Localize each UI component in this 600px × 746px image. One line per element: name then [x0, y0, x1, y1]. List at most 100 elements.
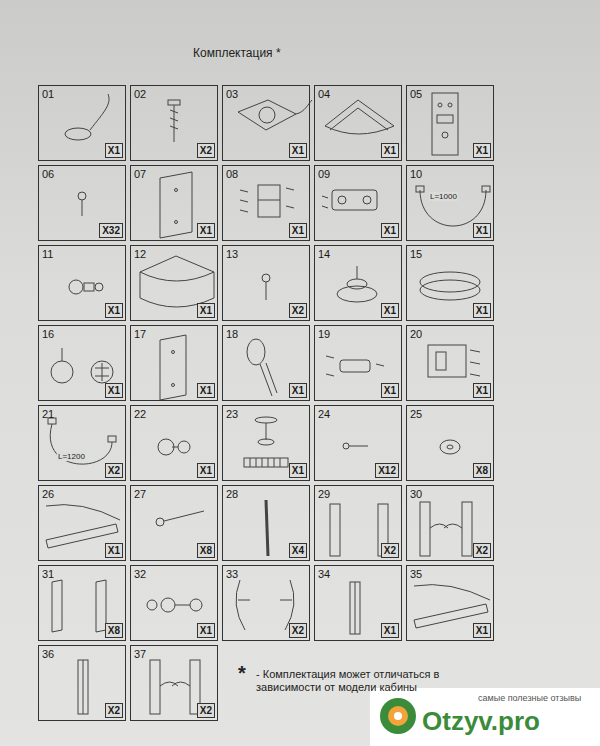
length-label: L=1000	[429, 192, 458, 201]
quantity-label: X1	[289, 383, 307, 398]
part-cell: 36X2	[38, 645, 126, 721]
quantity-label: X2	[105, 463, 123, 478]
callout-number: 12	[134, 248, 146, 260]
part-cell: 09X1	[314, 165, 402, 241]
callout-number: 17	[134, 328, 146, 340]
quantity-label: X4	[289, 543, 307, 558]
quantity-label: X2	[105, 703, 123, 718]
callout-number: 19	[318, 328, 330, 340]
part-cell: 35X1	[406, 565, 494, 641]
callout-number: 23	[226, 408, 238, 420]
part-cell: 16X1	[38, 325, 126, 401]
quantity-label: X8	[197, 543, 215, 558]
quantity-label: X8	[473, 463, 491, 478]
watermark-tagline: самые полезные отзывы	[478, 693, 581, 703]
part-cell: 07X1	[130, 165, 218, 241]
callout-number: 28	[226, 488, 238, 500]
quantity-label: X12	[375, 463, 399, 478]
callout-number: 30	[410, 488, 422, 500]
callout-number: 29	[318, 488, 330, 500]
quantity-label: X32	[99, 223, 123, 238]
part-cell: 21L=1200X2	[38, 405, 126, 481]
quantity-label: X1	[381, 623, 399, 638]
callout-number: 33	[226, 568, 238, 580]
quantity-label: X1	[289, 463, 307, 478]
part-cell: 04X1	[314, 85, 402, 161]
part-cell: 10L=1000X1	[406, 165, 494, 241]
part-cell: 37X2	[130, 645, 218, 721]
quantity-label: X2	[197, 143, 215, 158]
quantity-label: X1	[105, 543, 123, 558]
part-cell: 17X1	[130, 325, 218, 401]
footnote-mark: *	[238, 662, 246, 685]
callout-number: 34	[318, 568, 330, 580]
part-cell: 06X32	[38, 165, 126, 241]
part-cell: 18X1	[222, 325, 310, 401]
quantity-label: X1	[473, 223, 491, 238]
part-cell: 22X1	[130, 405, 218, 481]
quantity-label: X1	[197, 383, 215, 398]
quantity-label: X1	[381, 383, 399, 398]
part-cell: 02X2	[130, 85, 218, 161]
part-cell: 27X8	[130, 485, 218, 561]
quantity-label: X1	[473, 383, 491, 398]
part-cell: 30X2	[406, 485, 494, 561]
part-cell: 03X1	[222, 85, 310, 161]
quantity-label: X1	[197, 223, 215, 238]
footnote-text: - Комплектация может отличаться в зависи…	[256, 668, 471, 694]
part-cell: 19X1	[314, 325, 402, 401]
part-cell: 05X1	[406, 85, 494, 161]
part-cell: 24X12	[314, 405, 402, 481]
part-cell: 28X4	[222, 485, 310, 561]
part-cell: 13X2	[222, 245, 310, 321]
part-cell: 34X1	[314, 565, 402, 641]
length-label: L=1200	[57, 452, 86, 461]
quantity-label: X2	[289, 303, 307, 318]
part-cell: 08X1	[222, 165, 310, 241]
quantity-label: X1	[381, 303, 399, 318]
callout-number: 26	[42, 488, 54, 500]
quantity-label: X1	[197, 303, 215, 318]
callout-number: 20	[410, 328, 422, 340]
callout-number: 02	[134, 88, 146, 100]
quantity-label: X1	[197, 623, 215, 638]
callout-number: 06	[42, 168, 54, 180]
callout-number: 04	[318, 88, 330, 100]
part-cell: 25X8	[406, 405, 494, 481]
callout-number: 25	[410, 408, 422, 420]
callout-number: 37	[134, 648, 146, 660]
quantity-label: X1	[289, 143, 307, 158]
part-cell: 23X1	[222, 405, 310, 481]
part-cell: 12X1	[130, 245, 218, 321]
quantity-label: X1	[381, 223, 399, 238]
callout-number: 13	[226, 248, 238, 260]
part-cell: 31X8	[38, 565, 126, 641]
callout-number: 16	[42, 328, 54, 340]
quantity-label: X1	[473, 623, 491, 638]
part-cell: 15X1	[406, 245, 494, 321]
quantity-label: X1	[105, 143, 123, 158]
callout-number: 22	[134, 408, 146, 420]
callout-number: 35	[410, 568, 422, 580]
watermark-logo: Otzyv.pro	[422, 706, 540, 737]
callout-number: 11	[42, 248, 53, 260]
quantity-label: X1	[105, 303, 123, 318]
page-title: Комплектация *	[193, 46, 281, 60]
quantity-label: X1	[473, 143, 491, 158]
part-cell: 26X1	[38, 485, 126, 561]
quantity-label: X1	[289, 223, 307, 238]
quantity-label: X1	[105, 383, 123, 398]
quantity-label: X2	[289, 623, 307, 638]
quantity-label: X1	[381, 143, 399, 158]
part-cell: 11X1	[38, 245, 126, 321]
part-cell: 14X1	[314, 245, 402, 321]
part-cell: 20X1	[406, 325, 494, 401]
quantity-label: X1	[197, 463, 215, 478]
callout-number: 32	[134, 568, 146, 580]
callout-number: 36	[42, 648, 54, 660]
callout-number: 05	[410, 88, 422, 100]
callout-number: 08	[226, 168, 238, 180]
part-cell: 32X1	[130, 565, 218, 641]
callout-number: 10	[410, 168, 422, 180]
callout-number: 31	[42, 568, 54, 580]
